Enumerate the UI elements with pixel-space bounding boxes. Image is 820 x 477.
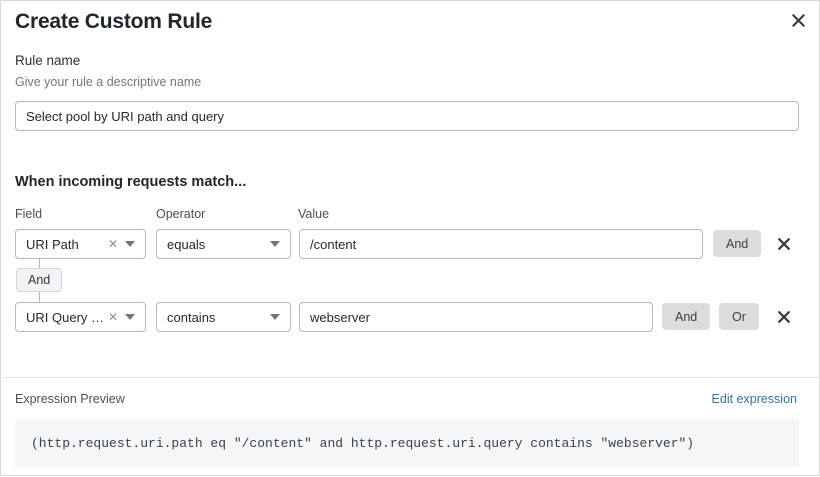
chevron-down-icon-glyph xyxy=(270,314,280,320)
delete-condition-button-2[interactable] xyxy=(771,303,797,330)
chevron-down-icon[interactable] xyxy=(121,314,145,320)
group-connector-line-top xyxy=(39,259,40,269)
section-divider xyxy=(2,377,820,378)
operator-select-1-value: equals xyxy=(167,236,206,252)
chevron-down-icon[interactable] xyxy=(266,241,290,247)
condition-row: URI Path ✕ equals And xyxy=(1,229,820,259)
rule-name-help-text: Give your rule a descriptive name xyxy=(15,75,202,89)
chevron-down-icon-glyph xyxy=(125,241,135,247)
rule-name-label: Rule name xyxy=(15,53,81,68)
field-select-2-value: URI Query St... xyxy=(26,309,106,325)
column-header-value: Value xyxy=(298,207,330,221)
page-title: Create Custom Rule xyxy=(15,10,213,33)
group-connector-and-chip[interactable]: And xyxy=(16,268,63,292)
value-input-2[interactable] xyxy=(299,302,653,332)
rule-name-input[interactable] xyxy=(15,101,799,131)
condition-row: URI Query St... ✕ contains And Or xyxy=(1,302,820,332)
group-connector-line-bottom xyxy=(39,292,40,302)
column-header-operator: Operator xyxy=(156,207,206,221)
edit-expression-link[interactable]: Edit expression xyxy=(711,392,797,406)
operator-select-1[interactable]: equals xyxy=(156,229,291,259)
and-button-row-1[interactable]: And xyxy=(713,230,762,257)
chevron-down-icon-glyph xyxy=(125,314,135,320)
chevron-down-icon[interactable] xyxy=(121,241,145,247)
chevron-down-icon[interactable] xyxy=(266,314,290,320)
match-section-heading: When incoming requests match... xyxy=(15,174,247,190)
close-small-icon[interactable]: ✕ xyxy=(107,237,118,251)
operator-select-2-value: contains xyxy=(167,309,216,325)
operator-select-2[interactable]: contains xyxy=(156,302,291,332)
delete-condition-button-1[interactable] xyxy=(771,230,797,257)
close-icon-glyph xyxy=(778,310,790,323)
expression-preview-code: (http.request.uri.path eq "/content" and… xyxy=(15,419,799,467)
close-small-icon[interactable]: ✕ xyxy=(107,310,118,324)
close-icon-glyph xyxy=(778,237,790,250)
value-input-1[interactable] xyxy=(299,229,703,259)
and-button-row-2[interactable]: And xyxy=(662,303,711,330)
field-select-2[interactable]: URI Query St... ✕ xyxy=(15,302,146,332)
close-icon[interactable] xyxy=(785,7,811,33)
column-header-field: Field xyxy=(15,207,43,221)
field-select-1[interactable]: URI Path ✕ xyxy=(15,229,146,259)
chevron-down-icon-glyph xyxy=(270,241,280,247)
field-select-1-value: URI Path xyxy=(26,236,79,252)
or-button-row-2[interactable]: Or xyxy=(719,303,759,330)
close-icon-glyph xyxy=(791,13,805,27)
expression-preview-label: Expression Preview xyxy=(15,392,125,406)
